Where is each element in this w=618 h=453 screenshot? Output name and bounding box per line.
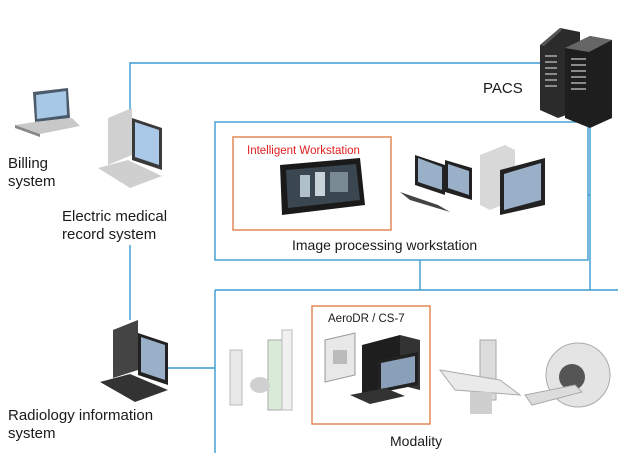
emr-pacs-link: [129, 62, 545, 112]
aerodr-console-icon: [324, 332, 420, 404]
desktop-computer-icon: [98, 108, 162, 188]
server-rack-icon: [540, 28, 612, 128]
ct-scanner-icon: [524, 342, 611, 408]
image-processing-box: [214, 121, 589, 261]
ris-label-line2: system: [8, 425, 56, 442]
aerodr-box: [311, 305, 431, 425]
monitor-tower-icon: [280, 158, 365, 215]
ris-desktop-icon: [100, 320, 168, 402]
laptop-icon: [15, 88, 80, 137]
intelligent-workstation-label: Intelligent Workstation: [247, 145, 360, 157]
xray-stand-icon: [229, 329, 293, 411]
modality-label: Modality: [390, 433, 443, 449]
intelligent-workstation-box: [232, 136, 392, 231]
image-processing-label: Image processing workstation: [292, 237, 478, 253]
billing-label-line2: system: [8, 173, 56, 190]
aerodr-label: AeroDR / CS-7: [328, 313, 405, 325]
emr-label-line1: Electric medical: [62, 208, 168, 225]
emr-label-line2: record system: [62, 226, 157, 243]
dual-monitor-icon: [400, 145, 545, 215]
ris-label-line1: Radiology information: [8, 407, 154, 424]
xray-table-icon: [438, 339, 522, 414]
pacs-label: PACS: [483, 80, 523, 97]
billing-label-line1: Billing: [8, 155, 49, 172]
